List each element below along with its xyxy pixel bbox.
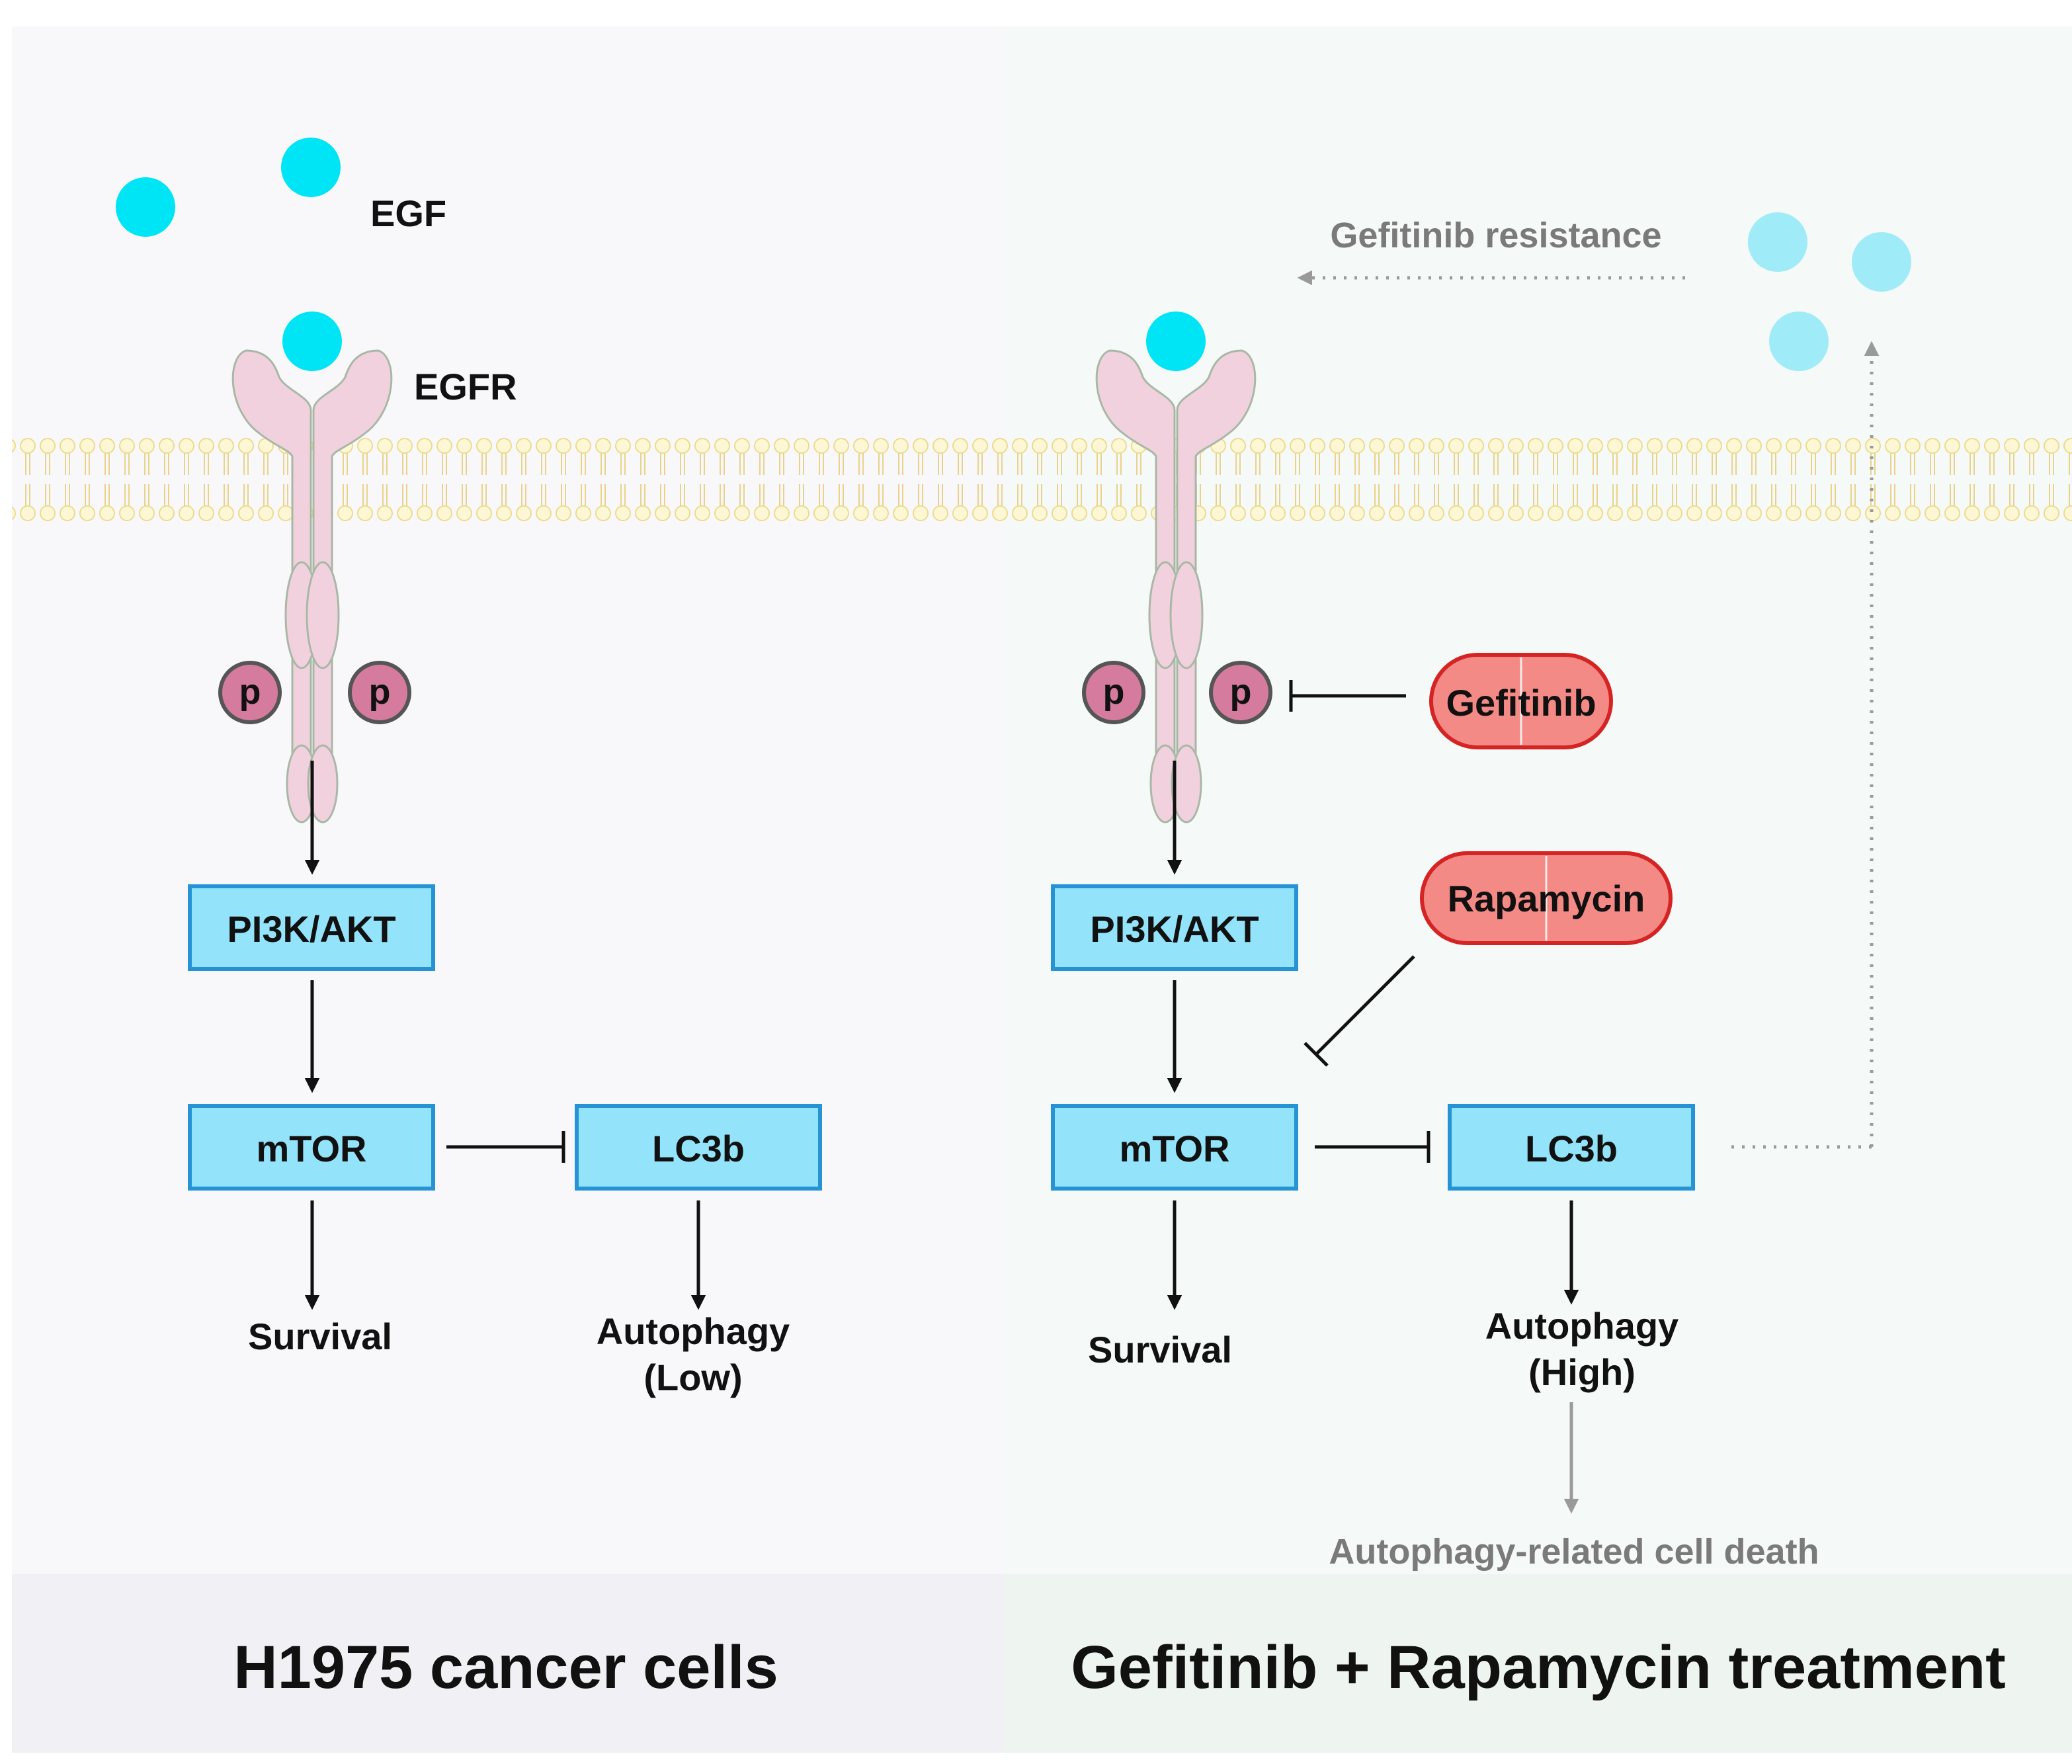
phospho-right-2: p [1209, 661, 1272, 724]
egf-bound-ligand-left [282, 312, 342, 371]
svg-text:p: p [239, 672, 261, 712]
inhibit-mtor-lc3b-left [446, 1131, 565, 1163]
svg-text:mTOR: mTOR [1120, 1128, 1230, 1169]
svg-text:p: p [369, 672, 391, 712]
lc3b-box-right: LC3b [1448, 1104, 1695, 1191]
phospho-right-1: p [1082, 661, 1145, 724]
phospho-left-2: p [348, 661, 411, 724]
svg-text:Rapamycin: Rapamycin [1448, 878, 1645, 919]
svg-text:p: p [1230, 672, 1252, 712]
pi3k-box-right: PI3K/AKT [1051, 884, 1298, 971]
left-footer-title: H1975 cancer cells [233, 1634, 778, 1701]
rapamycin-drug: Rapamycin [1420, 851, 1673, 945]
inhibit-mtor-lc3b-right [1315, 1131, 1430, 1163]
mtor-box-right: mTOR [1051, 1104, 1298, 1191]
inhibit-gefitinib-egfr [1289, 680, 1406, 712]
svg-text:PI3K/AKT: PI3K/AKT [227, 908, 395, 950]
free-egf-faded-1 [1748, 212, 1807, 272]
pi3k-box-left: PI3K/AKT [188, 884, 435, 971]
egf-bound-ligand-right [1146, 312, 1206, 371]
svg-text:LC3b: LC3b [1525, 1128, 1618, 1169]
egf-ligand-2 [281, 138, 341, 197]
free-egf-faded-2 [1852, 232, 1911, 292]
survival-label-right: Survival [1088, 1329, 1232, 1370]
svg-text:mTOR: mTOR [257, 1128, 367, 1169]
svg-text:LC3b: LC3b [652, 1128, 745, 1169]
inhibit-rapamycin-mtor [1304, 955, 1415, 1067]
egf-ligand-1 [116, 177, 175, 237]
cell-death-label: Autophagy-related cell death [1329, 1532, 1819, 1572]
mtor-box-left: mTOR [188, 1104, 435, 1191]
autophagy-level-left: (Low) [643, 1357, 742, 1398]
cell-membrane [12, 437, 2072, 523]
survival-label-left: Survival [248, 1316, 392, 1357]
lc3b-box-left: LC3b [575, 1104, 822, 1191]
free-egf-faded-3 [1769, 312, 1829, 371]
left-footer [12, 1574, 1004, 1753]
svg-text:PI3K/AKT: PI3K/AKT [1090, 908, 1259, 950]
autophagy-level-right: (High) [1528, 1351, 1636, 1393]
right-footer-title: Gefitinib + Rapamycin treatment [1071, 1634, 2006, 1701]
gefitinib-resistance-label: Gefitinib resistance [1330, 216, 1661, 255]
gefitinib-drug: Gefitinib [1429, 653, 1613, 749]
autophagy-label-left: Autophagy [597, 1310, 790, 1352]
egf-label: EGF [370, 192, 446, 234]
autophagy-label-right: Autophagy [1485, 1305, 1678, 1347]
svg-text:p: p [1103, 672, 1125, 712]
phospho-left-1: p [218, 661, 282, 724]
svg-text:Gefitinib: Gefitinib [1446, 682, 1596, 724]
left-panel [12, 26, 1004, 1574]
egfr-label: EGFR [414, 366, 517, 407]
right-footer [1004, 1574, 2072, 1753]
